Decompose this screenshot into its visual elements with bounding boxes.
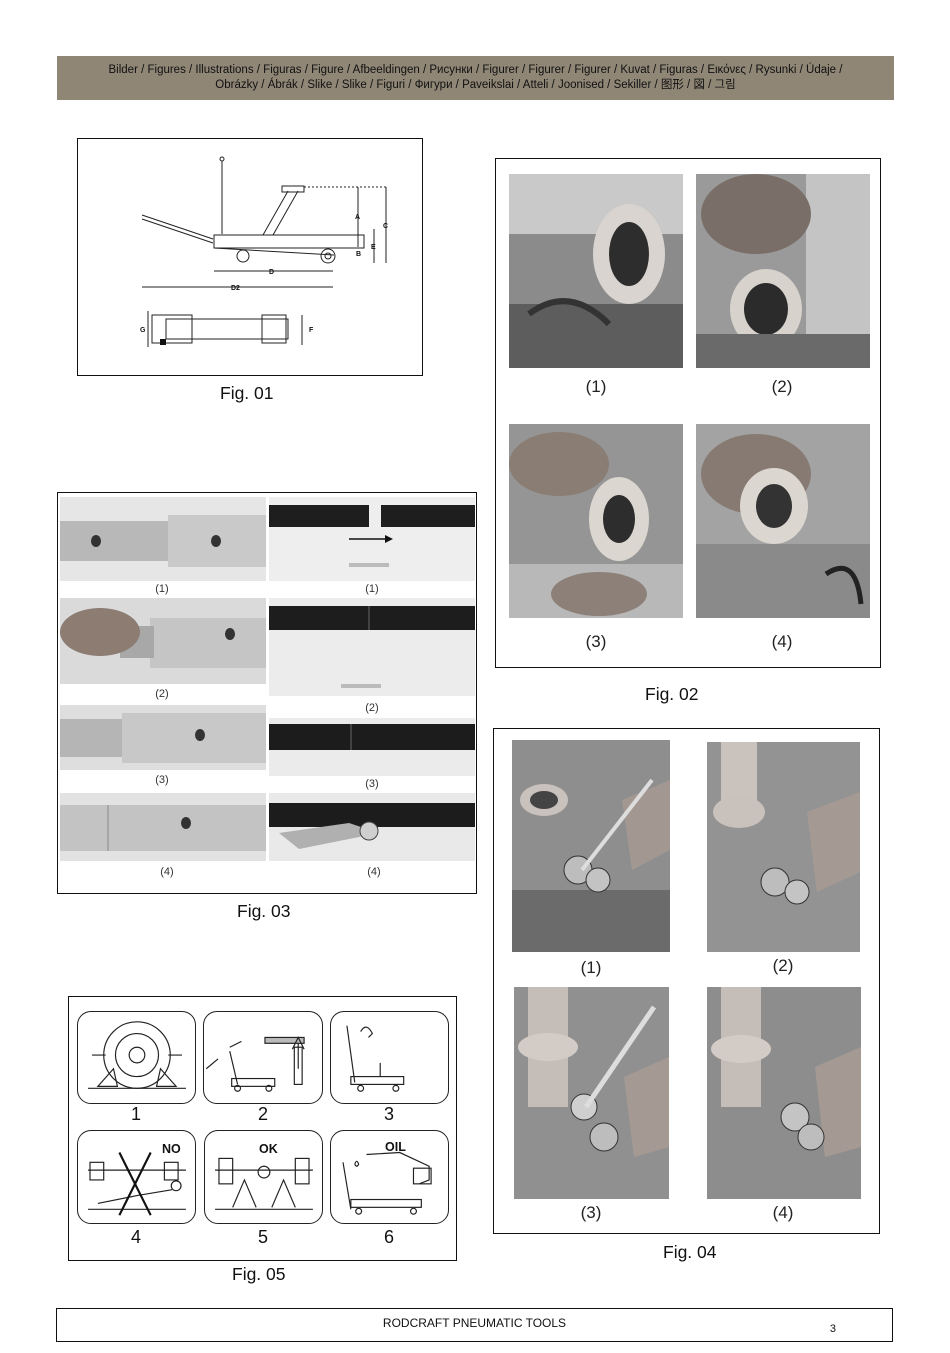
fig03-left-label-4: (4) bbox=[160, 866, 174, 878]
fig05-number-2: 2 bbox=[257, 1104, 268, 1124]
fig01-dim-d2: D2 bbox=[231, 285, 240, 292]
fig01-dim-e: E bbox=[371, 244, 376, 251]
fig05-pictogram-3-release bbox=[330, 1011, 449, 1104]
fig05-caption: Fig. 05 bbox=[232, 1264, 286, 1284]
fig05-pictogram-6-oil bbox=[330, 1130, 449, 1224]
fig04-label-4: (4) bbox=[772, 1203, 794, 1222]
fig04-label-2: (2) bbox=[772, 956, 794, 975]
fig02-caption: Fig. 02 bbox=[645, 684, 699, 704]
header-line-2: Obrázky / Ábrák / Slike / Slike / Figuri… bbox=[215, 79, 736, 91]
fig02-label-3: (3) bbox=[585, 632, 607, 651]
fig03-left-photo-2 bbox=[60, 598, 266, 684]
fig05-tag-oil: OIL bbox=[385, 1140, 406, 1154]
fig05-tag-ok: OK bbox=[259, 1142, 278, 1156]
header-languages-band: Bilder / Figures / Illustrations / Figur… bbox=[57, 56, 894, 100]
fig03-right-photo-2 bbox=[269, 598, 475, 696]
fig03-right-photo-1 bbox=[269, 497, 475, 581]
fig04-label-1: (1) bbox=[580, 958, 602, 977]
fig05-pictogram-5-axle-stands bbox=[204, 1130, 323, 1224]
fig04-photo-4 bbox=[707, 987, 861, 1199]
fig03-left-photo-4 bbox=[60, 793, 266, 861]
fig05-pictogram-4-no-under-load bbox=[77, 1130, 196, 1224]
fig01-dim-f: F bbox=[309, 327, 314, 334]
fig01-dim-c: C bbox=[383, 223, 388, 230]
fig02-photo-2 bbox=[696, 174, 870, 368]
fig01-frame: A B C D D2 E F G bbox=[77, 138, 423, 376]
fig03-right-label-3: (3) bbox=[365, 778, 379, 790]
fig05-number-1: 1 bbox=[130, 1104, 141, 1124]
fig05-pictogram-2-positioning bbox=[203, 1011, 323, 1104]
fig01-dim-g: G bbox=[140, 327, 146, 334]
fig05-number-5: 5 bbox=[257, 1227, 268, 1247]
fig03-right-label-4: (4) bbox=[367, 866, 381, 878]
fig02-photo-3 bbox=[509, 424, 683, 618]
fig01-dim-b: B bbox=[356, 251, 361, 258]
footer-page-number: 3 bbox=[829, 1323, 836, 1335]
fig05-number-3: 3 bbox=[383, 1104, 394, 1124]
fig04-photo-2 bbox=[707, 742, 860, 952]
fig02-label-4: (4) bbox=[771, 632, 793, 651]
fig01-dim-d: D bbox=[269, 269, 274, 276]
header-line-1: Bilder / Figures / Illustrations / Figur… bbox=[108, 64, 843, 76]
fig02-label-1: (1) bbox=[585, 377, 607, 396]
fig02-photo-1 bbox=[509, 174, 683, 368]
fig03-left-label-1: (1) bbox=[155, 583, 169, 595]
fig03-left-photo-3 bbox=[60, 705, 266, 770]
fig03-right-label-1: (1) bbox=[365, 583, 379, 595]
fig04-label-3: (3) bbox=[580, 1203, 602, 1222]
fig03-left-label-2: (2) bbox=[155, 688, 169, 700]
fig03-left-label-3: (3) bbox=[155, 774, 169, 786]
fig05-number-6: 6 bbox=[383, 1227, 394, 1247]
fig04-photo-3 bbox=[514, 987, 669, 1199]
fig02-label-2: (2) bbox=[771, 377, 793, 396]
fig02-photo-4 bbox=[696, 424, 870, 618]
page-footer: RODCRAFT PNEUMATIC TOOLS 3 bbox=[56, 1308, 893, 1342]
fig03-left-photo-1 bbox=[60, 497, 266, 581]
fig03-caption: Fig. 03 bbox=[237, 901, 291, 921]
fig05-number-4: 4 bbox=[130, 1227, 141, 1247]
fig03-right-photo-4 bbox=[269, 793, 475, 861]
fig05-tag-no: NO bbox=[162, 1142, 181, 1156]
fig04-photo-1 bbox=[512, 740, 670, 952]
fig01-dim-a: A bbox=[355, 214, 360, 221]
fig04-caption: Fig. 04 bbox=[663, 1242, 717, 1262]
fig05-pictogram-1-wheel-chocks bbox=[77, 1011, 196, 1104]
fig03-right-label-2: (2) bbox=[365, 702, 379, 714]
footer-brand: RODCRAFT PNEUMATIC TOOLS bbox=[382, 1316, 567, 1330]
fig01-jack-drawing: A B C D D2 E F G bbox=[140, 156, 388, 347]
fig03-right-photo-3 bbox=[269, 718, 475, 776]
fig01-caption: Fig. 01 bbox=[220, 383, 274, 403]
